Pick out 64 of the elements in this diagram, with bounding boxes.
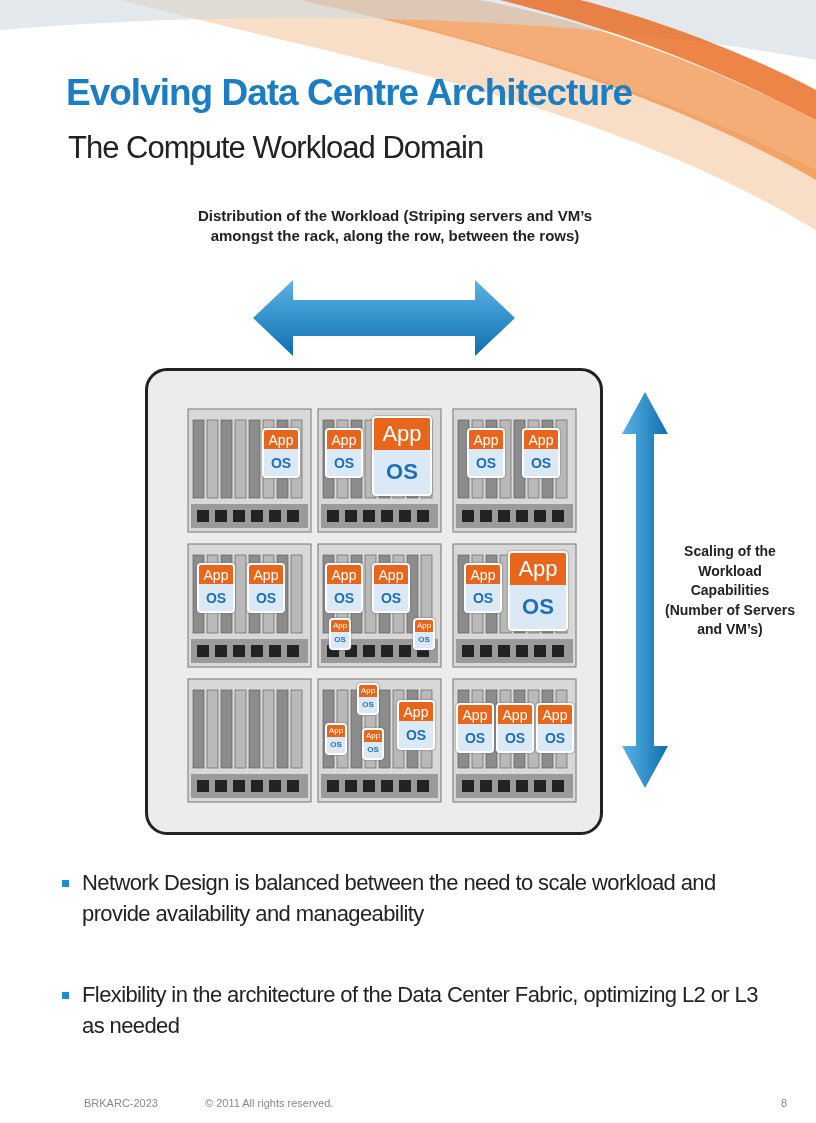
vm-stack-card [496,703,534,753]
vm-stack-card [325,428,363,478]
os-label: OS [374,584,408,611]
os-label: OS [327,449,361,476]
os-label: OS [374,449,430,494]
vm-stack-card [325,563,363,613]
app-label: App [415,620,433,632]
app-label: App [199,565,233,585]
vm-stack-card [372,416,432,496]
app-label: App [264,430,298,450]
vm-stack-card [247,563,285,613]
os-label: OS [498,724,532,751]
app-label: App [359,685,377,697]
app-label: App [399,702,433,722]
app-label: App [524,430,558,450]
os-label: OS [458,724,492,751]
app-label: App [469,430,503,450]
vm-stack-card [397,700,435,750]
footer-text: 8 [781,1097,788,1109]
vm-stack-card [372,563,410,613]
os-label: OS [399,721,433,748]
app-label: App [374,418,430,450]
app-label: App [327,725,345,737]
app-label: App [466,565,500,585]
vm-stack-card [362,728,384,760]
caption-text: Distribution of the Workload (Striping servers and VM’s amongst the rack, along the row, between the rows) [196,206,594,247]
vm-stack-card [464,563,502,613]
os-label: OS [466,584,500,611]
os-label: OS [199,584,233,611]
footer-text: BRKARC-2023 [84,1097,158,1109]
app-label: App [538,705,572,725]
title: Evolving Data Centre Architecture [66,72,632,114]
vm-stack-card [262,428,300,478]
caption-text: Scaling of the Workload Capabilities (Number of Servers and VM’s) [664,542,796,640]
os-label: OS [524,449,558,476]
vm-stack-card [197,563,235,613]
app-label: App [331,620,349,632]
vm-stack-card [325,723,347,755]
vm-stack-card [536,703,574,753]
vm-stack-card [329,618,351,650]
os-label: OS [264,449,298,476]
os-label: OS [249,584,283,611]
footer-text: © 2011 All rights reserved. [205,1097,334,1109]
os-label: OS [327,584,361,611]
app-label: App [374,565,408,585]
app-label: App [510,553,566,585]
app-label: App [327,565,361,585]
os-label: OS [469,449,503,476]
vm-stack-card [508,551,568,631]
os-label: OS [538,724,572,751]
vm-stack-card [413,618,435,650]
vm-stack-card [456,703,494,753]
vm-stack-card [522,428,560,478]
app-label: App [458,705,492,725]
app-label: App [498,705,532,725]
app-label: App [249,565,283,585]
app-label: App [327,430,361,450]
app-label: App [364,730,382,742]
vm-stack-card [357,683,379,715]
bullet-text: Network Design is balanced between the need to scale workload and provide availability and manageability [82,869,717,928]
os-label: OS [510,584,566,629]
vm-stack-card [467,428,505,478]
bullet-text: Flexibility in the architecture of the Data Center Fabric, optimizing L2 or L3 as needed [82,981,759,1040]
subtitle: The Compute Workload Domain [68,130,484,166]
